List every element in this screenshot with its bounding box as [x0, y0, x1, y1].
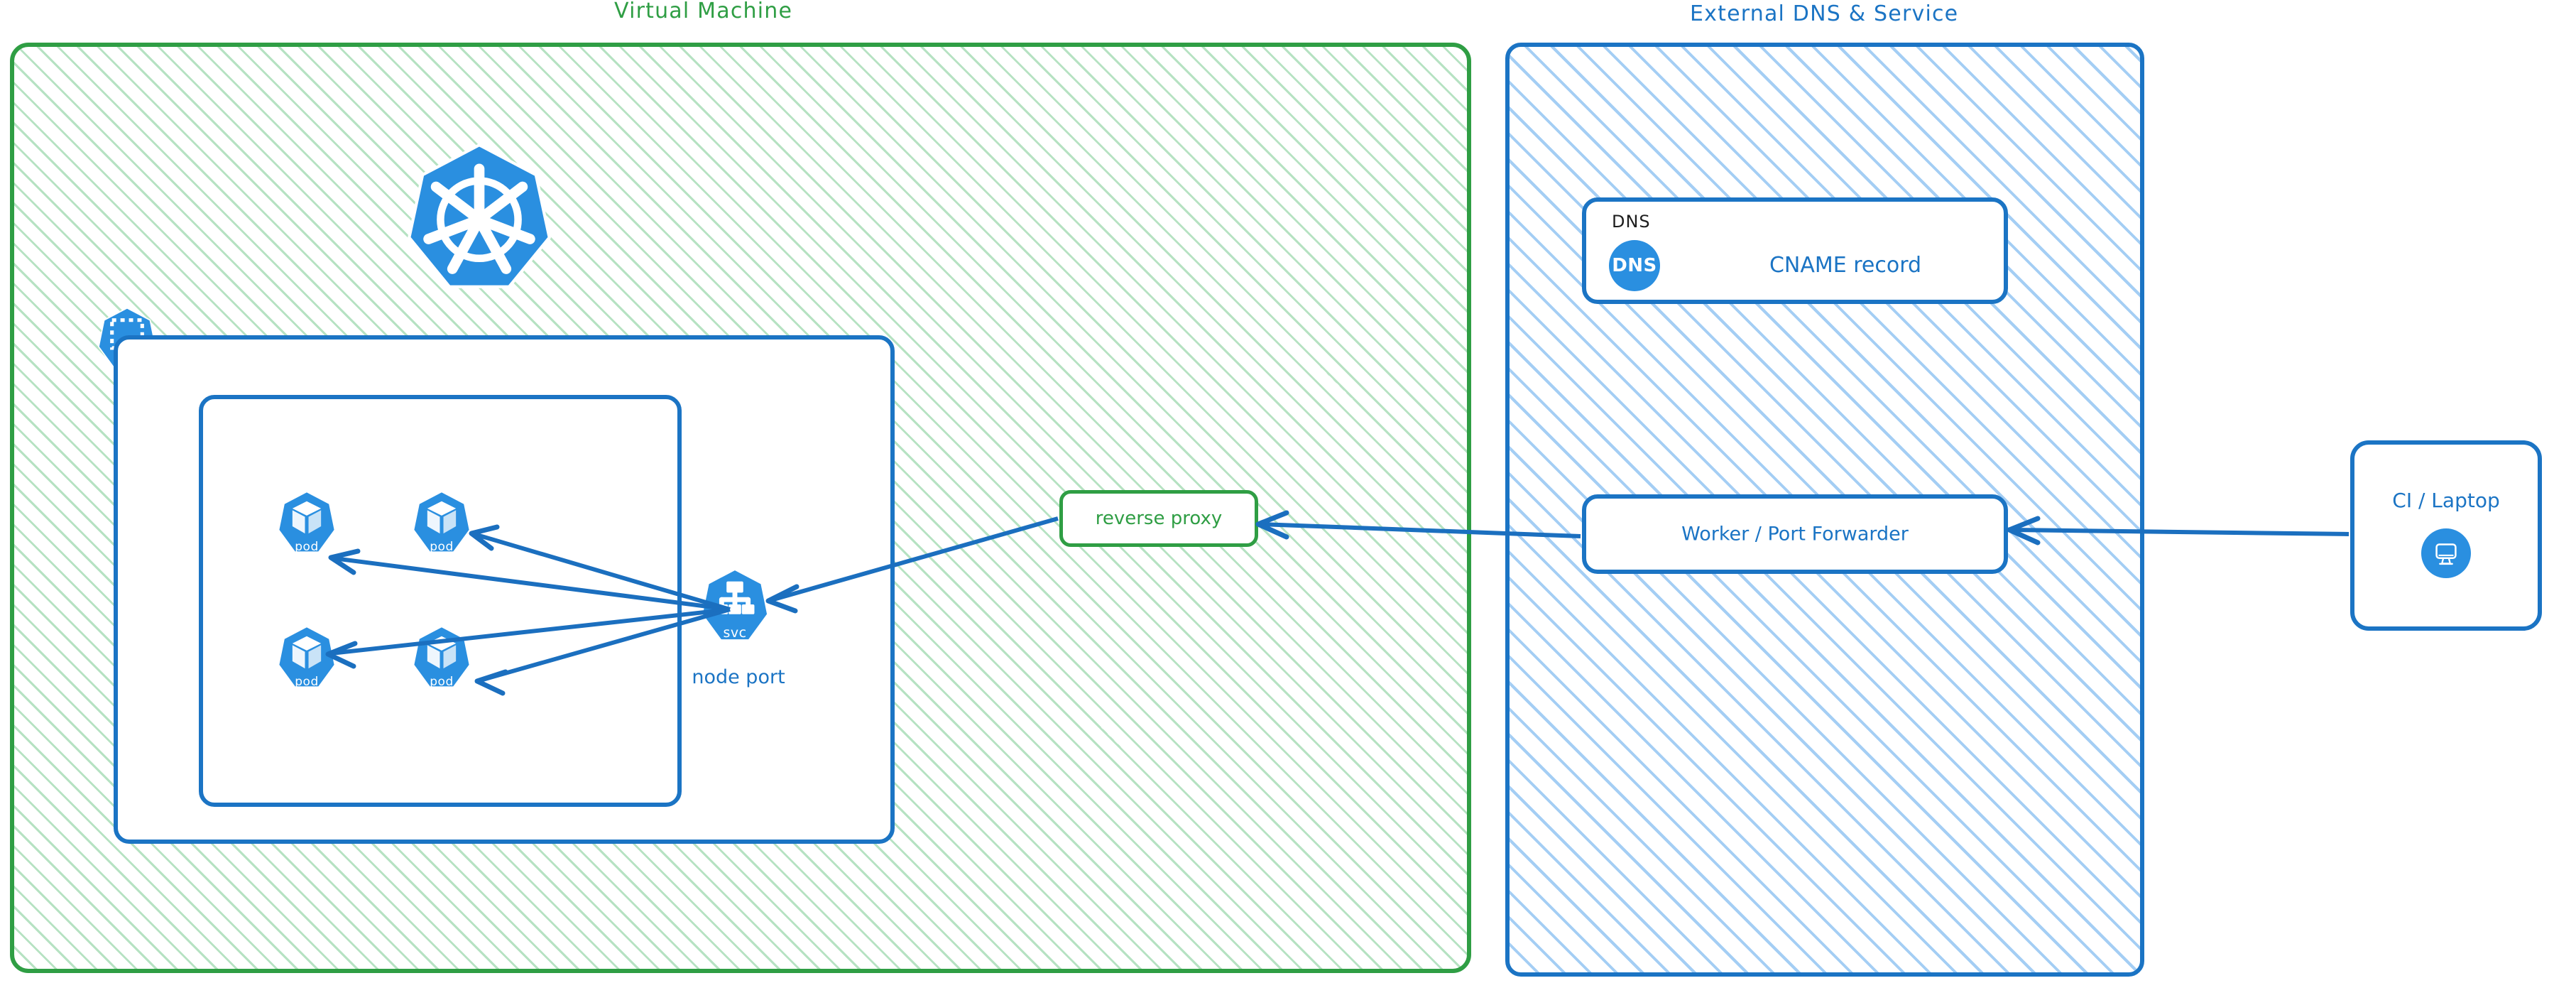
- replicaset-frame: [199, 395, 682, 807]
- ci-laptop-label: CI / Laptop: [2392, 489, 2500, 512]
- node-port-caption: node port: [692, 666, 785, 688]
- service-icon: svc: [699, 568, 770, 643]
- pod-icon: pod: [277, 490, 337, 555]
- ci-laptop-box[interactable]: CI / Laptop: [2350, 440, 2542, 631]
- dns-badge-icon: DNS: [1609, 240, 1660, 291]
- pod-icon: pod: [412, 625, 471, 690]
- desktop-monitor-icon: [2421, 528, 2471, 578]
- dns-record-card[interactable]: DNS DNS CNAME record: [1582, 197, 2008, 304]
- group-virtual-machine-title: Virtual Machine: [614, 0, 793, 23]
- cname-record-label: CNAME record: [1769, 253, 1922, 278]
- worker-port-forwarder-label: Worker / Port Forwarder: [1681, 523, 1909, 545]
- group-external-dns-service-title: External DNS & Service: [1690, 1, 1959, 26]
- pod-icon: pod: [277, 625, 337, 690]
- worker-port-forwarder-box[interactable]: Worker / Port Forwarder: [1582, 494, 2008, 574]
- kubernetes-logo-icon: [405, 142, 554, 291]
- pod-icon: pod: [412, 490, 471, 555]
- dns-kicker-label: DNS: [1612, 212, 1651, 232]
- reverse-proxy-label: reverse proxy: [1095, 508, 1223, 529]
- reverse-proxy-box[interactable]: reverse proxy: [1059, 490, 1258, 547]
